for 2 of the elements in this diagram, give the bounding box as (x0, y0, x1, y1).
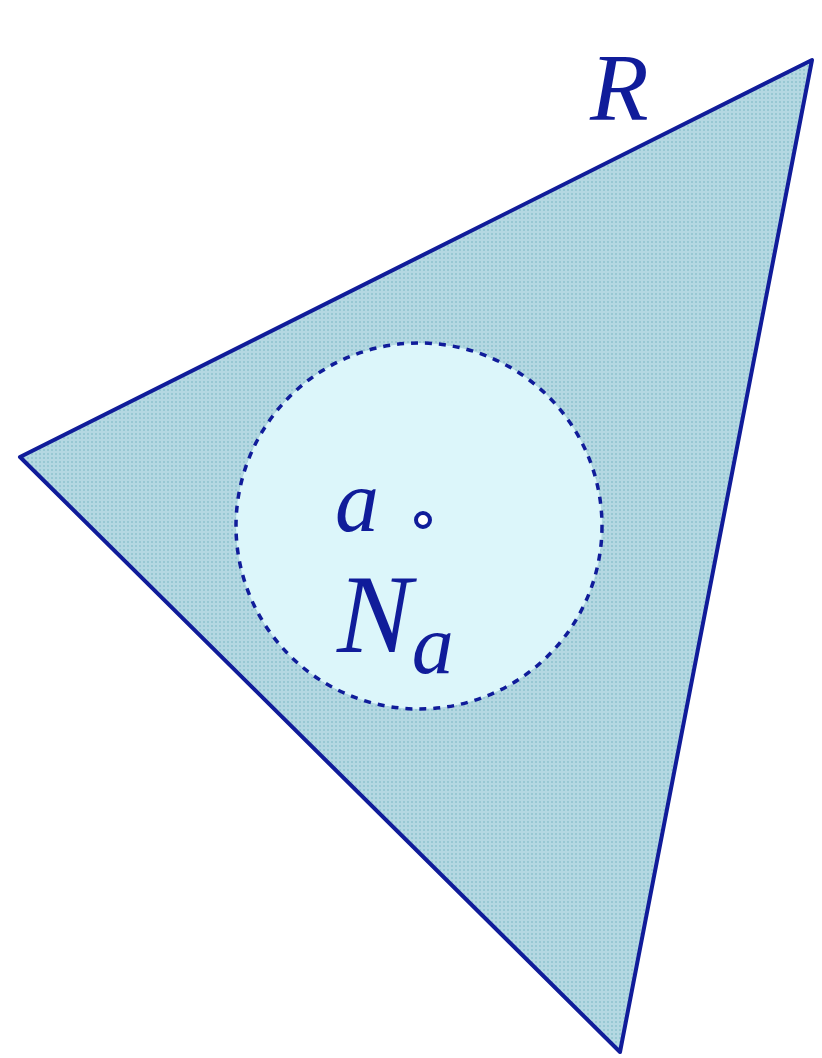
point-label: a (335, 458, 379, 546)
region-label: R (590, 40, 649, 136)
